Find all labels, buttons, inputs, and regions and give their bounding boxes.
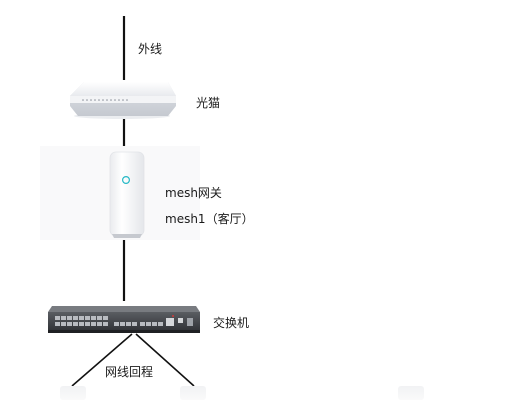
backhaul-edge-label: 网线回程 — [105, 365, 154, 379]
mesh-gateway-label: mesh网关 — [165, 186, 222, 200]
mesh-router-icon — [40, 146, 200, 240]
mesh-node-middle-icon — [180, 386, 206, 400]
outside-line-label: 外线 — [138, 42, 163, 56]
optical-modem-label: 光猫 — [196, 96, 221, 110]
mesh-node-right-icon — [398, 386, 424, 400]
edge-switch-to-right-node — [135, 333, 195, 387]
edge-switch-to-left-node — [71, 333, 133, 387]
network-switch-icon — [48, 306, 200, 333]
optical-modem-icon — [70, 82, 176, 119]
switch-label: 交换机 — [213, 316, 250, 330]
downstream-mesh-nodes — [60, 386, 424, 400]
mesh-node-left-icon — [60, 386, 86, 400]
mesh-gateway-sublabel: mesh1（客厅） — [165, 212, 254, 226]
connection-lines — [71, 16, 195, 387]
